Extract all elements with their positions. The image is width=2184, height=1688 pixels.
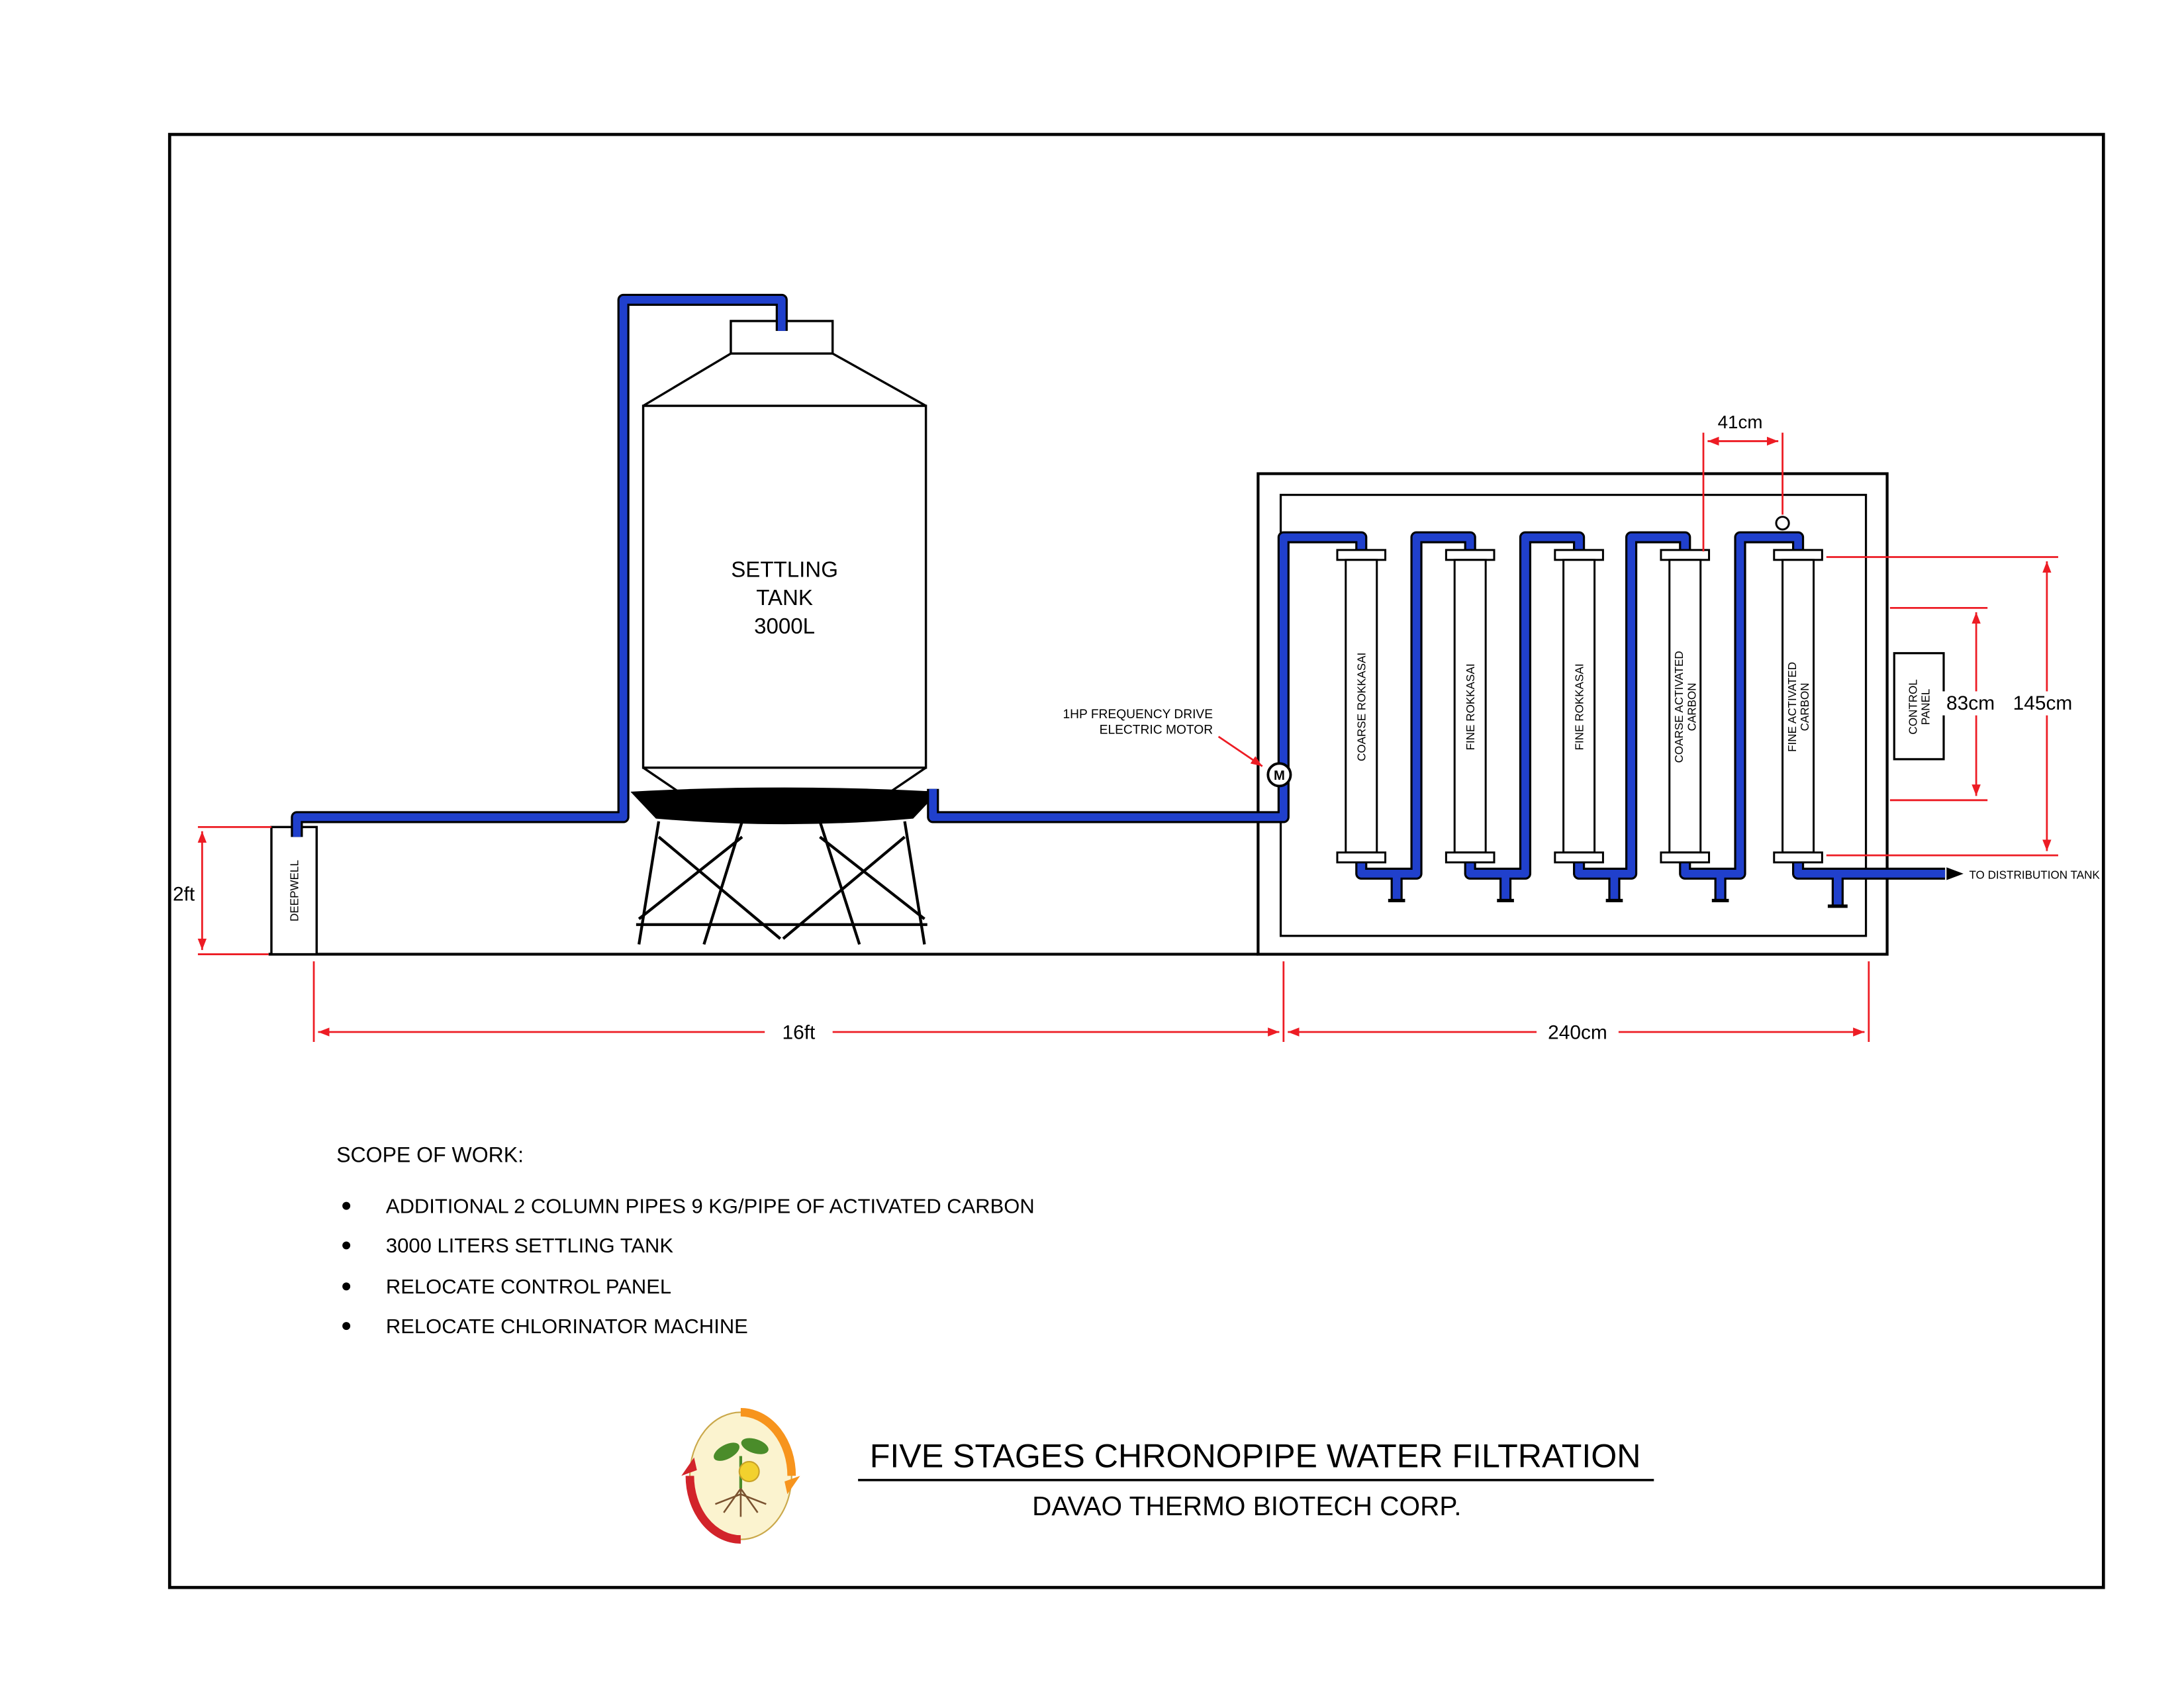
control-panel-label: CONTROL (1907, 679, 1919, 734)
logo-roots-icon (714, 1487, 767, 1517)
scope-heading: SCOPE OF WORK: (336, 1143, 524, 1166)
scope-bullet (342, 1282, 351, 1291)
scope-item-3: RELOCATE CONTROL PANEL (386, 1275, 671, 1298)
dimension-2ft-text: 2ft (173, 883, 195, 905)
motor-leader-line (1217, 735, 1263, 767)
motor: 1HP FREQUENCY DRIVE ELECTRIC MOTOR M (1063, 708, 1292, 788)
company-name: DAVAO THERMO BIOTECH CORP. (1032, 1491, 1461, 1521)
company-logo (681, 1407, 800, 1544)
deepwell-box: DEEPWELL (270, 825, 318, 956)
motor-label-line1: 1HP FREQUENCY DRIVE (1063, 708, 1213, 722)
settling-tank-label: SETTLING TANK 3000L (731, 557, 838, 638)
distribution-arrow (1946, 867, 1964, 880)
drain-caps (1388, 898, 1848, 908)
logo-leaf-icon (714, 1442, 740, 1461)
dimension-16ft: 16ft (312, 961, 1285, 1044)
motor-symbol (1266, 762, 1292, 788)
scope-bullet (342, 1322, 351, 1331)
svg-text:SETTLING: SETTLING (731, 557, 838, 582)
filter-column-label-5: FINE ACTIVATED (1786, 662, 1799, 752)
svg-text:TANK: TANK (756, 586, 813, 610)
scope-item-1: ADDITIONAL 2 COLUMN PIPES 9 KG/PIPE OF A… (386, 1194, 1035, 1217)
filter-column-label-4: COARSE ACTIVATED (1673, 651, 1685, 763)
motor-label-line2: ELECTRIC MOTOR (1100, 723, 1213, 737)
dimension-16ft-text: 16ft (783, 1022, 816, 1044)
filter-columns: COARSE ROKKASAI FINE ROKKASAI FINE ROKKA… (1336, 549, 1823, 864)
filter-column-label-4b: CARBON (1685, 682, 1698, 731)
control-panel-box: CONTROL PANEL (1893, 652, 1945, 761)
filter-enclosure-outer (1257, 472, 1889, 956)
filter-column-label-2: FINE ROKKASAI (1464, 663, 1477, 750)
logo-arrow-icon (784, 1476, 800, 1495)
scope-bullet (342, 1241, 351, 1250)
logo-leaf-icon (741, 1438, 769, 1454)
control-panel-label-2: PANEL (1920, 689, 1932, 726)
filter-column-2: FINE ROKKASAI (1445, 549, 1496, 864)
dim-text-mask (1942, 691, 1999, 716)
dim-text-mask (2005, 691, 2079, 716)
motor-symbol-letter: M (1274, 769, 1285, 783)
drawing-border (167, 132, 2105, 1589)
dimension-83cm-text: 83cm (1946, 692, 1995, 714)
dimension-2ft: 2ft (173, 825, 271, 955)
filter-column-label-3: FINE ROKKASAI (1574, 663, 1586, 750)
filter-column-label-5b: CARBON (1799, 682, 1811, 731)
logo-fruit-icon (738, 1461, 760, 1483)
tank-stand (636, 821, 927, 945)
dimension-240cm: 240cm (1288, 961, 1870, 1044)
dimension-41cm: 41cm (1702, 412, 1783, 551)
vent-circle (1775, 516, 1790, 531)
deepwell-label: DEEPWELL (289, 860, 301, 921)
filter-column-1: COARSE ROKKASAI (1336, 549, 1387, 864)
settling-tank: SETTLING TANK 3000L (630, 320, 939, 945)
dimension-41cm-text: 41cm (1718, 412, 1763, 432)
scope-of-work: SCOPE OF WORK: ADDITIONAL 2 COLUMN PIPES… (336, 1143, 1035, 1337)
filter-column-3: FINE ROKKASAI (1554, 549, 1604, 864)
scope-item-2: 3000 LITERS SETTLING TANK (386, 1234, 673, 1257)
main-title: FIVE STAGES CHRONOPIPE WATER FILTRATION (870, 1438, 1641, 1475)
svg-text:3000L: 3000L (754, 614, 815, 639)
scope-item-4: RELOCATE CHLORINATOR MACHINE (386, 1315, 748, 1338)
filter-column-label-1: COARSE ROKKASAI (1356, 653, 1368, 761)
dimension-240cm-text: 240cm (1548, 1022, 1607, 1044)
logo-arrow-icon (681, 1457, 697, 1476)
filter-column-4: COARSE ACTIVATED CARBON (1660, 549, 1711, 864)
distribution-outlet: TO DISTRIBUTION TANK (1946, 867, 2100, 881)
filter-column-5: FINE ACTIVATED CARBON (1773, 549, 1823, 864)
distribution-label: TO DISTRIBUTION TANK (1969, 868, 2100, 881)
scope-bullet (342, 1201, 351, 1210)
dimension-145cm-text: 145cm (2013, 692, 2073, 714)
